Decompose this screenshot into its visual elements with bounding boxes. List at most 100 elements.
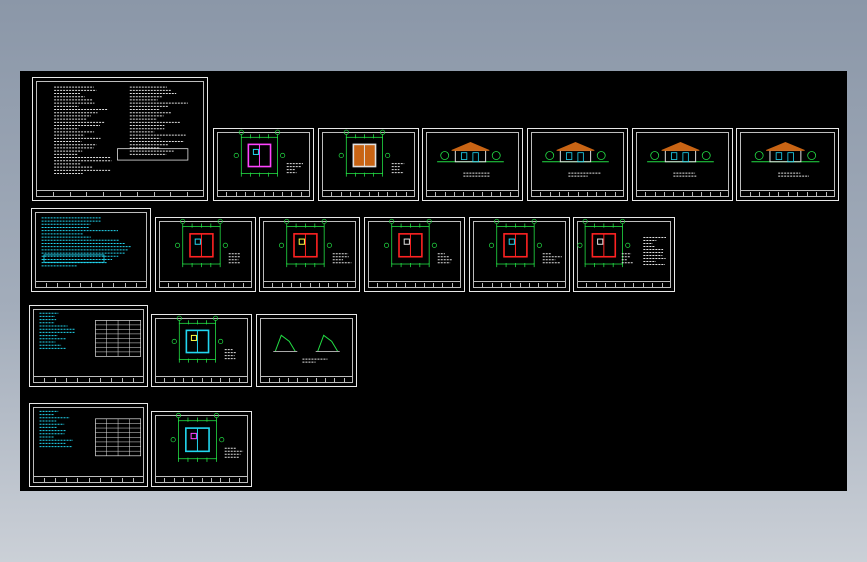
- drawing-sheet-table-sheet[interactable]: [29, 305, 148, 387]
- sheet-drawing: [751, 141, 820, 177]
- drawing-sheet-notes[interactable]: [32, 77, 208, 201]
- grid-bubble: [284, 218, 290, 224]
- title-block-divider: [290, 283, 292, 287]
- title-block: [35, 281, 147, 288]
- title-block-divider: [586, 192, 588, 196]
- fixture: [403, 238, 410, 245]
- drawing-sheet-roof-plan[interactable]: [318, 128, 419, 201]
- title-block-divider: [282, 192, 284, 196]
- grid-bubble: [213, 412, 220, 418]
- title-block-divider: [663, 192, 665, 196]
- grid-bubble: [577, 242, 583, 248]
- title-block-divider: [614, 192, 616, 196]
- title-block-divider: [547, 283, 549, 287]
- roof: [766, 141, 805, 151]
- door: [472, 152, 479, 163]
- title-block: [531, 190, 624, 197]
- drawing-sheet-floor-plan-4[interactable]: [469, 217, 570, 292]
- title-block: [740, 190, 835, 197]
- fixture: [190, 334, 197, 341]
- title-block-divider: [509, 192, 511, 196]
- sheet-border: [426, 132, 519, 197]
- title-block-divider: [242, 283, 244, 287]
- detail-section: [317, 334, 339, 352]
- title-block-divider: [778, 192, 779, 196]
- sheet-border: [531, 132, 624, 197]
- roof: [451, 141, 490, 151]
- title-block-divider: [315, 378, 317, 382]
- window: [775, 152, 783, 160]
- title-block-divider: [453, 192, 455, 196]
- title-block-divider: [153, 192, 155, 196]
- title-block-divider: [77, 378, 79, 382]
- title-block-divider: [719, 192, 721, 196]
- sheet-drawing: [41, 217, 131, 267]
- legend-table: [43, 254, 105, 263]
- sheet-border: [263, 221, 356, 288]
- title-block-divider: [57, 283, 59, 287]
- grid-bubble: [326, 242, 332, 248]
- tree-symbol: [807, 151, 817, 160]
- title-block-divider: [210, 378, 212, 382]
- drawing-sheet-table-sheet-2[interactable]: [29, 403, 148, 487]
- title-block: [36, 190, 204, 197]
- title-block-divider: [44, 478, 46, 482]
- title-block-divider: [235, 192, 237, 196]
- drawing-sheet-section[interactable]: [736, 128, 839, 201]
- sheet-drawing: [577, 218, 666, 268]
- title-block-divider: [472, 192, 474, 196]
- title-block-divider: [121, 478, 123, 482]
- title-block-divider: [278, 378, 280, 382]
- title-block-divider: [595, 283, 597, 287]
- drawing-sheet-detail-drawings[interactable]: [256, 314, 357, 387]
- drawing-sheet-plan-cyan-2[interactable]: [151, 411, 252, 487]
- grid-bubble: [170, 437, 176, 443]
- grid-bubble: [213, 315, 219, 321]
- title-block-divider: [519, 283, 521, 287]
- title-block-divider: [88, 478, 90, 482]
- title-block: [426, 190, 519, 197]
- grid-bubble: [222, 242, 228, 248]
- title-block-divider: [435, 192, 437, 196]
- grid-bubble: [233, 152, 239, 159]
- title-block: [322, 190, 415, 197]
- grid-bubble: [426, 218, 432, 224]
- wall-outline: [247, 143, 272, 168]
- title-block-divider: [55, 378, 57, 382]
- title-block-divider: [451, 283, 453, 287]
- title-block-divider: [88, 378, 90, 382]
- title-block-divider: [340, 192, 342, 196]
- title-block-divider: [325, 378, 327, 382]
- drawing-sheet-plan-cyan[interactable]: [151, 314, 252, 387]
- title-block-divider: [68, 283, 70, 287]
- drawing-sheet-floor-plan-3[interactable]: [364, 217, 465, 292]
- grid-bubble: [431, 242, 437, 248]
- title-block-divider: [238, 378, 240, 382]
- title-block-divider: [52, 192, 54, 196]
- drawing-sheet-elevation-3[interactable]: [632, 128, 733, 201]
- sheet-border: [155, 415, 248, 483]
- drawing-sheet-detail-plan[interactable]: [573, 217, 675, 292]
- drawing-sheet-floor-plan-1[interactable]: [155, 217, 256, 292]
- drawing-sheet-floor-plan-2[interactable]: [259, 217, 360, 292]
- title-block-divider: [768, 192, 770, 196]
- grid-bubble: [217, 218, 223, 224]
- drawing-sheet-elevation-1[interactable]: [422, 128, 523, 201]
- window: [670, 152, 678, 160]
- tree-symbol: [701, 151, 711, 160]
- title-block: [473, 281, 566, 288]
- title-block-divider: [272, 192, 274, 196]
- fixture: [252, 148, 259, 155]
- title-block-divider: [103, 192, 105, 196]
- drawing-sheet-notes-cyan[interactable]: [31, 208, 151, 292]
- fixture: [597, 238, 604, 245]
- drawing-sheet-site-plan[interactable]: [213, 128, 314, 201]
- title-block-divider: [187, 192, 189, 196]
- title-block-divider: [540, 192, 542, 196]
- title-block-divider: [66, 478, 68, 482]
- grid-bubble: [625, 242, 631, 248]
- grid-bubble: [494, 218, 500, 224]
- drawing-sheet-elevation-2[interactable]: [527, 128, 628, 201]
- sheet-drawing: [39, 312, 142, 357]
- model-space-canvas[interactable]: [20, 71, 847, 491]
